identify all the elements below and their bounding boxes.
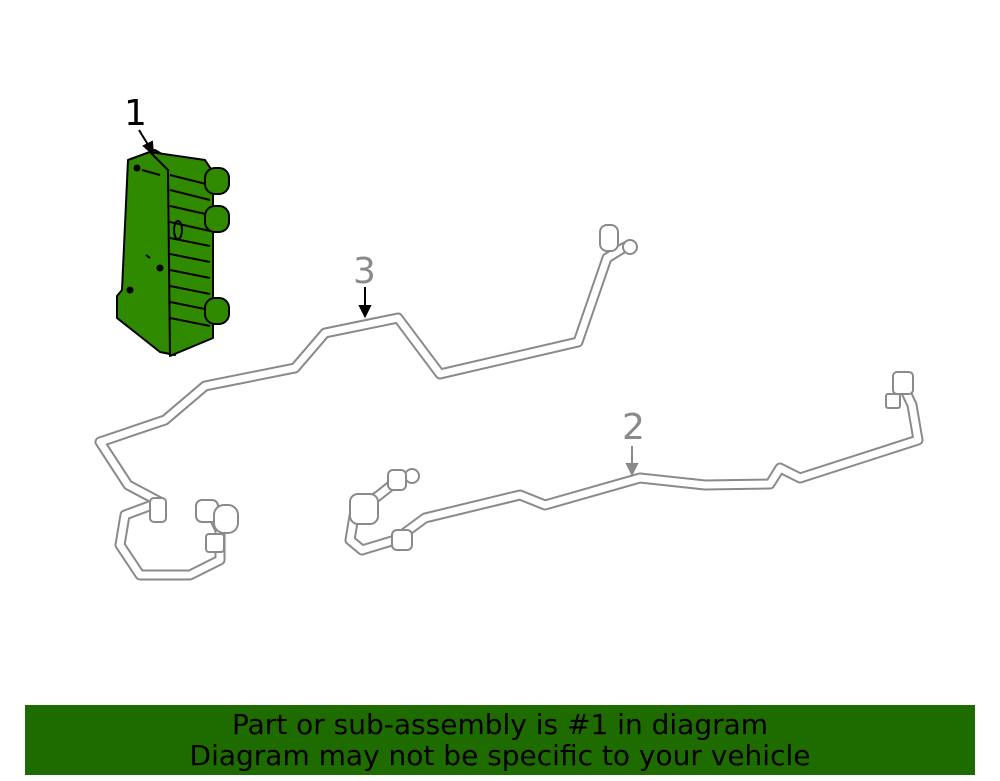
- part-1-cooler[interactable]: [116, 149, 230, 357]
- callout-arrow-3: [358, 287, 372, 319]
- callout-number-2[interactable]: 2: [622, 407, 645, 448]
- callout-arrow-2: [625, 446, 639, 477]
- part-3-cooler-line[interactable]: [94, 224, 638, 581]
- info-banner: Part or sub-assembly is #1 in diagram Di…: [25, 705, 975, 775]
- banner-line-2: Diagram may not be specific to your vehi…: [189, 739, 811, 772]
- callout-number-1[interactable]: 1: [124, 93, 147, 134]
- callout-number-3[interactable]: 3: [353, 251, 376, 292]
- callout-arrow-1: [138, 129, 155, 157]
- banner-line-1: Part or sub-assembly is #1 in diagram: [231, 708, 769, 741]
- part-2-cooler-line[interactable]: [344, 371, 924, 556]
